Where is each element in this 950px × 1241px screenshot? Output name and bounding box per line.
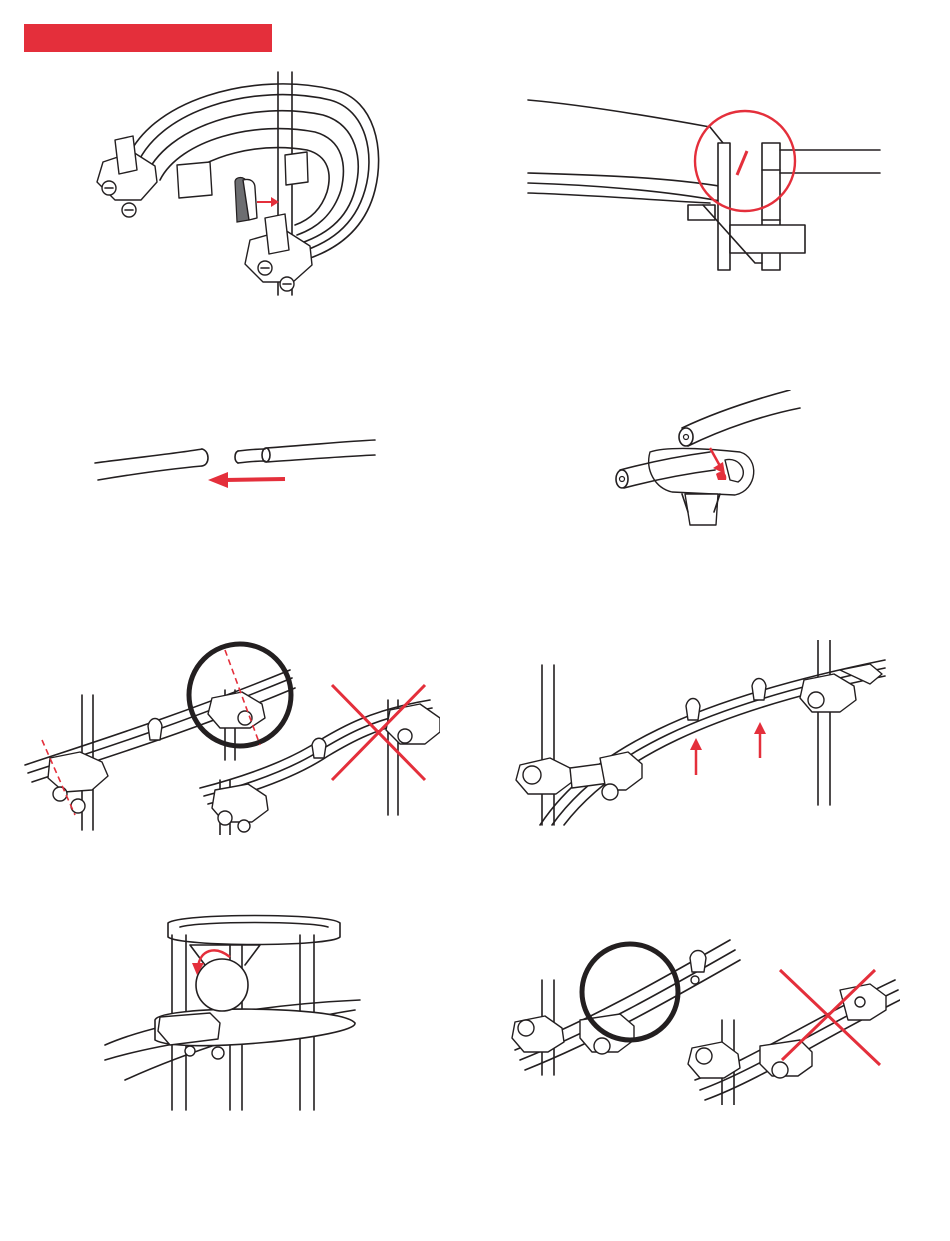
figure-clamp-rotate [100,905,370,1115]
section-header-bar [24,24,272,52]
figure-clip-push-up [510,640,890,830]
figure-rail-spacing [510,920,900,1105]
figure-tube-slide-on [90,435,380,490]
figure-bracket-clip-insert [85,70,395,300]
figure-tube-into-clip [610,390,810,530]
figure-rail-end-detail [525,95,885,280]
figure-clip-alignment [20,640,440,835]
